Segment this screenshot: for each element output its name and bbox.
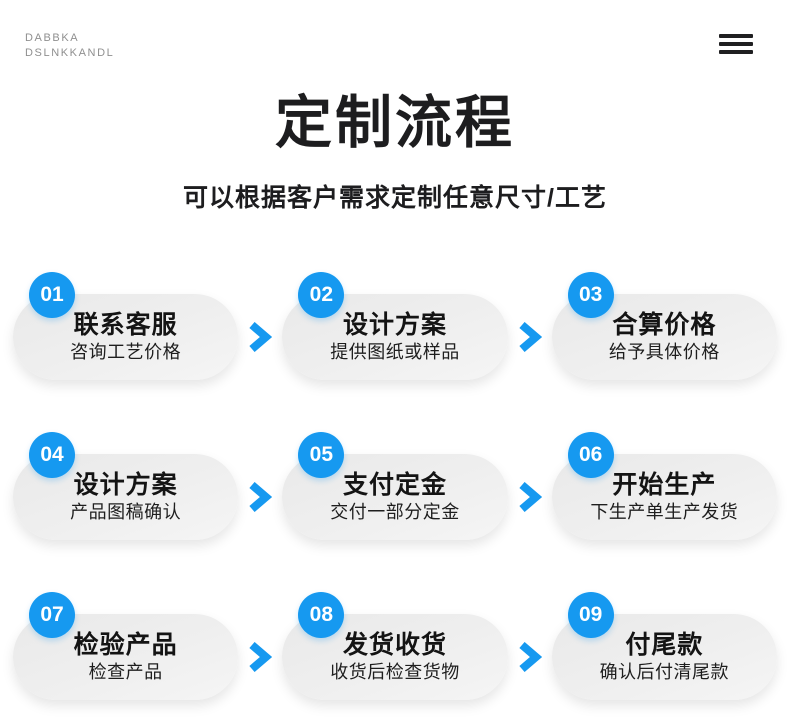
step-title: 检验产品 [73, 631, 178, 659]
process-row-1: 01 联系客服 咨询工艺价格 02 设计方案 提供图纸或样品 03 合算价格 给… [13, 272, 777, 380]
step-number-badge: 07 [29, 592, 75, 638]
step-card-05: 05 支付定金 交付一部分定金 [282, 432, 508, 540]
step-card-07: 07 检验产品 检查产品 [13, 592, 239, 700]
step-title: 支付定金 [342, 471, 447, 499]
step-card-04: 04 设计方案 产品图稿确认 [13, 432, 239, 540]
step-card-09: 09 付尾款 确认后付清尾款 [551, 592, 777, 700]
step-card-08: 08 发货收货 收货后检查货物 [282, 592, 508, 700]
step-card-02: 02 设计方案 提供图纸或样品 [282, 272, 508, 380]
process-flow: 01 联系客服 咨询工艺价格 02 设计方案 提供图纸或样品 03 合算价格 给… [0, 272, 790, 700]
chevron-right-icon [238, 642, 282, 672]
step-title: 设计方案 [73, 471, 178, 499]
step-number-badge: 02 [298, 272, 345, 318]
step-title: 开始生产 [612, 471, 717, 499]
step-subtitle: 给予具体价格 [608, 342, 720, 362]
chevron-right-icon [508, 482, 552, 512]
hamburger-bar [719, 50, 753, 54]
step-subtitle: 下生产单生产发货 [590, 502, 739, 522]
process-row-2: 04 设计方案 产品图稿确认 05 支付定金 交付一部分定金 06 开始生产 下… [13, 432, 777, 540]
step-title: 设计方案 [342, 311, 447, 339]
chevron-right-icon [508, 642, 552, 672]
chevron-right-icon [238, 322, 282, 352]
step-subtitle: 交付一部分定金 [330, 502, 460, 522]
step-subtitle: 产品图稿确认 [70, 502, 182, 522]
step-number-badge: 09 [567, 592, 614, 638]
step-number-badge: 04 [29, 432, 75, 478]
hamburger-bar [719, 42, 753, 46]
process-row-3: 07 检验产品 检查产品 08 发货收货 收货后检查货物 09 付尾款 确认后付… [13, 592, 777, 700]
step-card-06: 06 开始生产 下生产单生产发货 [551, 432, 777, 540]
brand-logo-line2: DSLNKKANDL [25, 47, 115, 59]
step-title: 联系客服 [73, 311, 178, 339]
brand-logo-line1: DABBKA [25, 32, 80, 44]
step-subtitle: 收货后检查货物 [330, 662, 460, 682]
step-subtitle: 提供图纸或样品 [330, 342, 460, 362]
page-subtitle: 可以根据客户需求定制任意尺寸/工艺 [183, 184, 607, 212]
brand-logo: DABBKA DSLNKKANDL [25, 31, 114, 61]
step-subtitle: 检查产品 [88, 662, 163, 682]
hamburger-bar [719, 34, 753, 38]
step-card-01: 01 联系客服 咨询工艺价格 [13, 272, 239, 380]
step-number-badge: 08 [298, 592, 345, 638]
chevron-right-icon [508, 322, 552, 352]
step-card-03: 03 合算价格 给予具体价格 [551, 272, 777, 380]
step-number-badge: 05 [298, 432, 345, 478]
hamburger-menu-icon[interactable] [719, 34, 753, 54]
step-number-badge: 01 [29, 272, 75, 318]
step-subtitle: 确认后付清尾款 [599, 662, 730, 682]
chevron-right-icon [238, 482, 282, 512]
page-title: 定制流程 [275, 91, 515, 155]
hero-section: 定制流程 可以根据客户需求定制任意尺寸/工艺 [0, 0, 790, 214]
step-number-badge: 03 [567, 272, 614, 318]
step-title: 合算价格 [612, 311, 717, 339]
step-number-badge: 06 [567, 432, 614, 478]
step-title: 付尾款 [625, 631, 704, 659]
step-title: 发货收货 [342, 631, 447, 659]
step-subtitle: 咨询工艺价格 [70, 342, 182, 362]
